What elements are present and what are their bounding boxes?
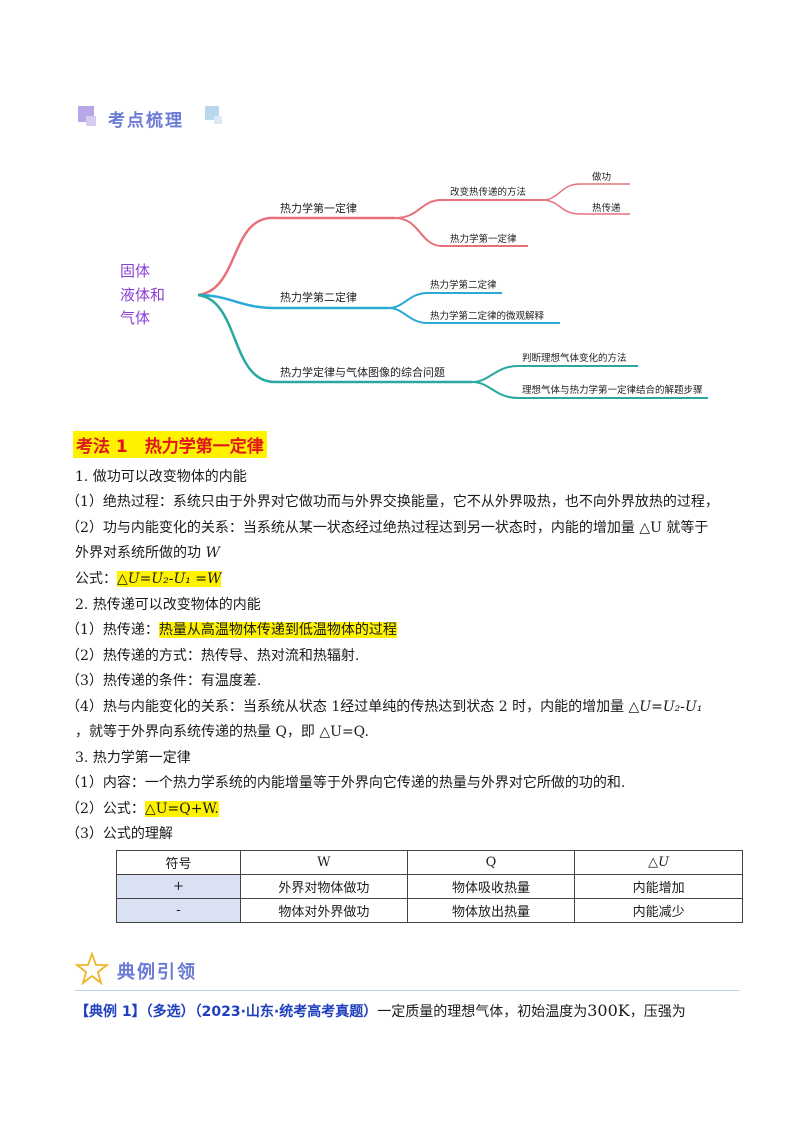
header-decor-square-right-small bbox=[214, 116, 222, 124]
branch3-label: 热力学定律与气体图像的综合问题 bbox=[280, 365, 445, 379]
mindmap-root-line3: 气体 bbox=[120, 309, 150, 327]
sign-convention-table: 符号 W Q △U + 外界对物体做功 物体吸收热量 内能增加 - 物体对外界做… bbox=[115, 850, 743, 923]
table-header-row: 符号 W Q △U bbox=[115, 850, 743, 875]
heat-energy-formula: △U=U₂-U₁ bbox=[628, 699, 703, 715]
point-3-title: 3. 热力学第一定律 bbox=[75, 750, 191, 766]
branch2-child1-label: 热力学第二定律 bbox=[430, 279, 497, 291]
example-text-2: ，压强为 bbox=[629, 1004, 686, 1020]
heat-transfer-modes: （2）热传递的方式：热传导、热对流和热辐射. bbox=[66, 648, 360, 664]
branch2-label: 热力学第二定律 bbox=[280, 290, 357, 304]
section-underline bbox=[75, 990, 740, 991]
section-title-dianli: 典例引领 bbox=[117, 962, 197, 983]
heat-energy-relation-cont: ，就等于外界向系统传递的热量 Q，即 △U=Q. bbox=[75, 724, 369, 740]
branch1-child1b-connector bbox=[541, 199, 630, 215]
branch3-child2-label: 理想气体与热力学第一定律结合的解题步骤 bbox=[522, 384, 703, 396]
work-energy-relation-cont: 外界对系统所做的功 W bbox=[75, 543, 220, 563]
formula-line: 公式：△U=U₂-U₁ =W bbox=[75, 569, 222, 589]
point-1-title: 1. 做功可以改变物体的内能 bbox=[75, 469, 247, 485]
header-decor-square-small bbox=[86, 116, 96, 126]
formula-understanding: （3）公式的理解 bbox=[66, 826, 173, 842]
table-cell: 物体对外界做功 bbox=[240, 898, 408, 923]
example-temperature: 300K bbox=[587, 1001, 630, 1020]
table-cell: 内能增加 bbox=[574, 874, 743, 899]
branch1-child1-label: 改变热传递的方法 bbox=[450, 186, 526, 198]
branch1-connector bbox=[197, 216, 395, 297]
heat-transfer-highlight: 热量从高温物体传递到低温物体的过程 bbox=[158, 622, 397, 638]
heat-transfer-def: （1）热传递：热量从高温物体传递到低温物体的过程 bbox=[66, 620, 397, 640]
table-header-cell: W bbox=[240, 850, 408, 875]
first-law-formula-highlight: △U=Q+W. bbox=[144, 801, 219, 817]
branch3-child2-connector bbox=[471, 381, 708, 399]
table-row: - 物体对外界做功 物体放出热量 内能减少 bbox=[115, 898, 743, 923]
table-cell: 内能减少 bbox=[574, 898, 743, 923]
star-icon bbox=[75, 952, 109, 986]
branch2-child2-connector bbox=[387, 307, 560, 324]
branch1-child1-connector bbox=[394, 199, 542, 219]
heat-energy-text: （4）热与内能变化的关系：当系统从状态 1经过单纯的传热达到状态 2 时，内能的… bbox=[66, 699, 629, 715]
table-cell: 外界对物体做功 bbox=[240, 874, 408, 899]
table-cell: 物体放出热量 bbox=[406, 898, 576, 923]
first-law-content: （1）内容：一个热力学系统的内能增量等于外界向它传递的热量与外界对它所做的功的和… bbox=[66, 775, 626, 791]
table-cell: 物体吸收热量 bbox=[406, 874, 576, 899]
mindmap-root-line1: 固体 bbox=[120, 262, 150, 280]
branch3-child1-label: 判断理想气体变化的方法 bbox=[522, 352, 627, 364]
mindmap-root-line2: 液体和 bbox=[120, 286, 165, 304]
table-header-cell: Q bbox=[406, 850, 576, 875]
kaofa-heading: 考法 1 热力学第一定律 bbox=[73, 431, 267, 458]
formula-highlight: △U=U₂-U₁ =W bbox=[117, 571, 222, 587]
branch1-child2-label: 热力学第一定律 bbox=[450, 233, 517, 245]
table-cell: + bbox=[115, 874, 242, 899]
branch1-child1a-label: 做功 bbox=[592, 171, 611, 183]
example-text-1: 一定质量的理想气体，初始温度为 bbox=[377, 1004, 588, 1020]
table-row: + 外界对物体做功 物体吸收热量 内能增加 bbox=[115, 874, 743, 899]
example-1: 【典例 1】（多选）（2023·山东·统考高考真题）一定质量的理想气体，初始温度… bbox=[75, 1001, 686, 1021]
branch2-connector bbox=[197, 293, 388, 310]
branch3-connector bbox=[197, 293, 472, 384]
branch1-child1b-label: 热传递 bbox=[592, 202, 621, 214]
branch3-child1-connector bbox=[471, 365, 638, 383]
first-law-formula-label: （2）公式： bbox=[66, 801, 145, 817]
table-cell: - bbox=[115, 898, 242, 923]
point-2-title: 2. 热传递可以改变物体的内能 bbox=[75, 597, 261, 613]
heat-transfer-label: （1）热传递： bbox=[66, 622, 159, 638]
heat-energy-relation: （4）热与内能变化的关系：当系统从状态 1经过单纯的传热达到状态 2 时，内能的… bbox=[66, 697, 702, 717]
branch2-child2-label: 热力学第二定律的微观解释 bbox=[430, 310, 545, 322]
adiabatic-process: （1）绝热过程：系统只由于外界对它做功而与外界交换能量，它不从外界吸热，也不向外… bbox=[66, 494, 719, 510]
branch1-label: 热力学第一定律 bbox=[280, 201, 357, 215]
work-symbol: W bbox=[205, 545, 220, 561]
formula-label: 公式： bbox=[75, 571, 117, 587]
branch1-child2-connector bbox=[394, 217, 528, 247]
table-header-cell: △U bbox=[574, 850, 743, 875]
section-title-kaodian: 考点梳理 bbox=[108, 111, 184, 131]
work-energy-relation: （2）功与内能变化的关系：当系统从某一状态经过绝热过程达到另一状态时，内能的增加… bbox=[66, 520, 709, 536]
work-text: 外界对系统所做的功 bbox=[75, 545, 206, 561]
heat-transfer-condition: （3）热传递的条件：有温度差. bbox=[66, 673, 262, 689]
branch1-child1a-connector bbox=[541, 183, 630, 201]
first-law-formula: （2）公式：△U=Q+W. bbox=[66, 799, 219, 819]
branch2-child1-connector bbox=[387, 292, 502, 309]
example-tag: 【典例 1】（多选）（2023·山东·统考高考真题） bbox=[75, 1004, 378, 1020]
table-header-cell: 符号 bbox=[115, 850, 242, 875]
mind-map: 固体 液体和 气体 热力学第一定律 改变热传递的方法 做功 热传递 热力学第一定… bbox=[120, 171, 708, 399]
